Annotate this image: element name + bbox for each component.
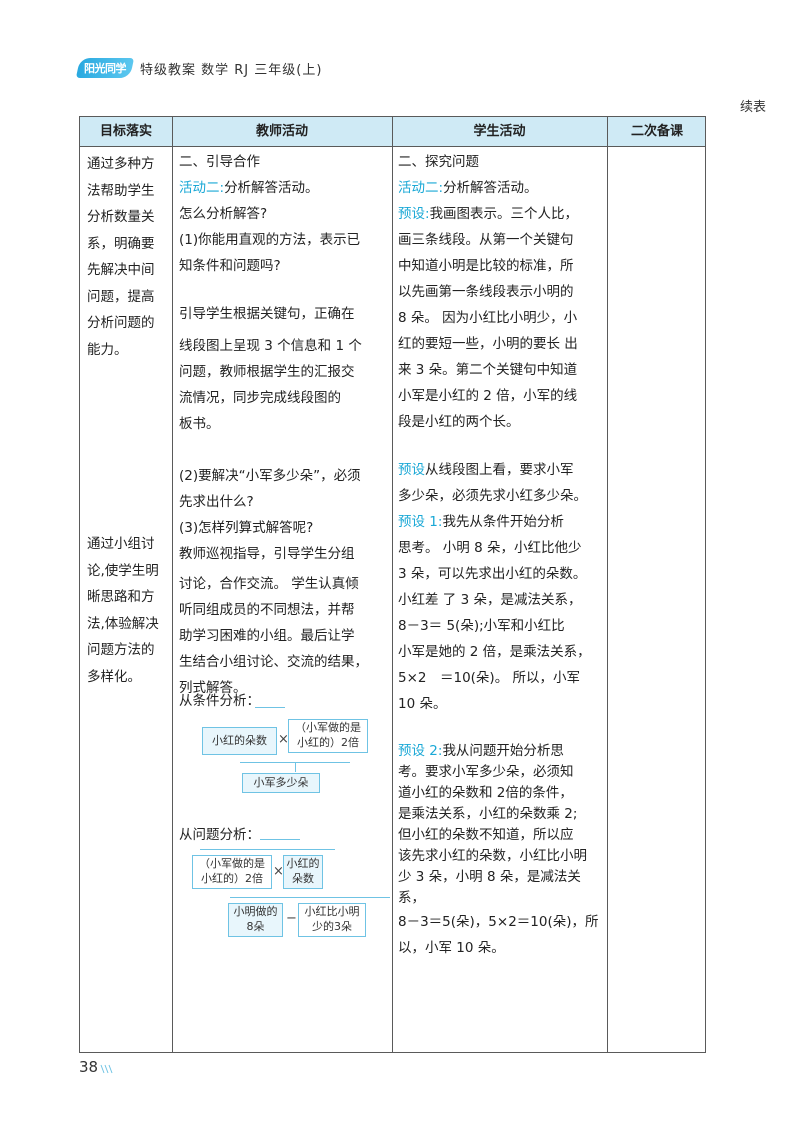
brand-logo: 阳光同学 [75, 58, 135, 78]
times-sign: × [273, 864, 284, 879]
question-analysis-label: 从问题分析： [179, 827, 260, 843]
column-header-notes: 二次备课 [630, 124, 683, 139]
diagram-line [200, 849, 335, 850]
page-number: 38 [79, 1058, 99, 1076]
cond-box-double: （小军做的是 小红的）2倍 [288, 719, 368, 753]
column-header-student: 学生活动 [473, 124, 526, 139]
column-header-teacher: 教师活动 [255, 124, 308, 139]
teacher-activity-line: 活动二:分析解答活动。 [179, 180, 319, 196]
page-header: 阳光同学 特级教案 数学 RJ 三年级(上) [75, 56, 323, 80]
page-number-decoration [100, 1064, 113, 1074]
minus-sign: − [286, 911, 297, 926]
column-divider [172, 117, 173, 1052]
q-box-ming: 小明做的 8朵 [228, 903, 283, 937]
q-box-less: 小红比小明 少的3朵 [298, 903, 366, 937]
student-section-title: 二、探究问题 [398, 154, 479, 170]
book-title: 特级教案 数学 RJ 三年级(上) [140, 62, 323, 78]
logo-text: 阳光同学 [84, 62, 127, 75]
diagram-line [260, 839, 300, 840]
q-box-double: （小军做的是 小红的）2倍 [192, 855, 272, 889]
q-box-red-count: 小红的 朵数 [283, 855, 323, 889]
continued-label: 续表 [739, 100, 766, 115]
cond-box-result: 小军多少朵 [242, 773, 320, 793]
goal-text-1: 通过多种方 法帮助学生 分析数量关 系，明确要 先解决中间 问题，提高 分析问题… [87, 156, 155, 358]
column-divider [392, 117, 393, 1052]
condition-analysis-label: 从条件分析： [179, 693, 260, 709]
diagram-line [295, 762, 296, 772]
times-sign: × [278, 732, 289, 747]
teacher-activity: 二、引导合作 活动二:分析解答活动。 怎么分析解答? (1)你能用直观的方法，表… [179, 149, 389, 701]
diagram-line [255, 707, 285, 708]
student-activity-line: 活动二:分析解答活动。 [398, 180, 538, 196]
lesson-table: 目标落实 教师活动 学生活动 二次备课 通过多种方 法帮助学生 分析数量关 系，… [79, 116, 706, 1053]
teacher-section-title: 二、引导合作 [179, 154, 260, 170]
diagram-line [230, 897, 390, 898]
student-activity: 二、探究问题 活动二:分析解答活动。 预设:我画图表示。三个人比， 画三条线段。… [398, 149, 603, 961]
cond-box-red-count: 小红的朵数 [202, 727, 277, 755]
column-divider [607, 117, 608, 1052]
goal-text-2: 通过小组讨 论,使学生明 晰思路和方 法,体验解决 问题方法的 多样化。 [87, 536, 159, 685]
column-header-goal: 目标落实 [99, 124, 152, 139]
